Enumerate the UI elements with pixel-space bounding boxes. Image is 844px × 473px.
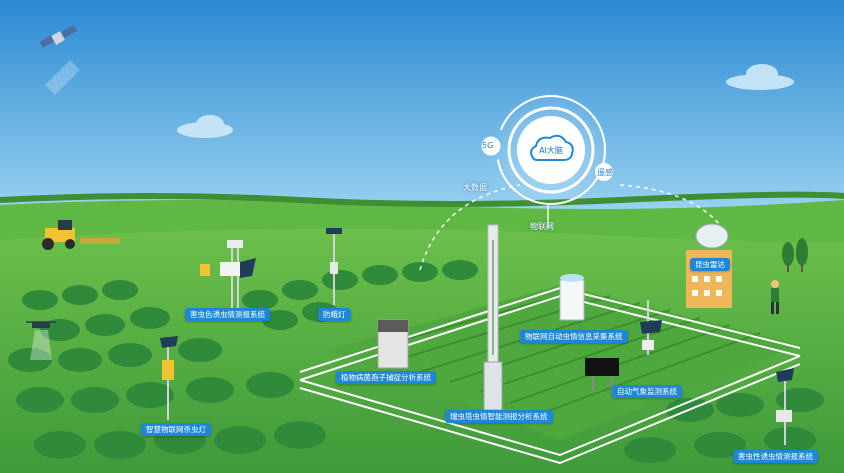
- hub-node-5g: 5G: [482, 141, 494, 150]
- insecticidal-lamp: [160, 336, 178, 420]
- label-anti-moth-lamp: 防蛾灯: [318, 308, 351, 321]
- satellite-icon: [39, 24, 80, 95]
- network-hub: [419, 90, 721, 271]
- label-insect-radar: 昆虫雷达: [690, 258, 730, 271]
- sky: [0, 0, 844, 240]
- label-insect-tower: 瑞虫塔虫情智能测报分析系统: [445, 410, 553, 423]
- hub-center-label: AI大脑: [539, 146, 563, 155]
- clouds: [177, 64, 794, 138]
- spore-trap-device: [377, 319, 409, 369]
- anti-moth-lamp: [326, 228, 342, 305]
- iot-insect-collector: [559, 274, 585, 321]
- hub-node-iot: 物联网: [530, 222, 554, 231]
- tractor-icon: [42, 220, 120, 250]
- label-insecticidal-lamp: 智慧物联网杀虫灯: [141, 423, 211, 436]
- label-sex-trap: 害虫性诱虫情测报系统: [733, 450, 818, 463]
- insect-tower: [483, 224, 503, 411]
- label-spore-trap: 植物病菌孢子捕捉分析系统: [336, 371, 436, 384]
- sex-trap-device: [776, 368, 794, 445]
- trees: [782, 238, 808, 272]
- label-iot-insect-collector: 物联网自动虫情信息采集系统: [520, 330, 628, 343]
- hub-node-big-data: 大数据: [463, 183, 487, 192]
- drone-icon: [26, 321, 56, 360]
- label-weather-station: 自动气象监测系统: [612, 385, 682, 398]
- hub-node-remote-sensing: 遥感: [597, 168, 613, 177]
- label-color-trap: 害虫色诱虫情测报系统: [185, 308, 270, 321]
- color-trap-device: [200, 240, 256, 310]
- weather-station: [640, 300, 662, 355]
- farmer-figure: [771, 280, 779, 314]
